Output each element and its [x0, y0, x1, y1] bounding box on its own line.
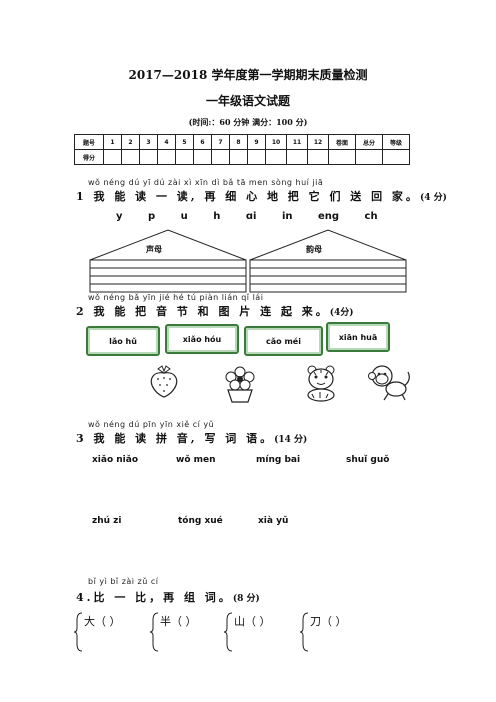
table-cell: 4 — [157, 134, 176, 150]
house-right-label: 韵母 — [306, 244, 322, 254]
q2-text: 2 我 能 把 音 节 和 图 片 连 起 来。 — [76, 305, 330, 318]
monkey-icon[interactable] — [368, 362, 412, 402]
score-input-cell[interactable] — [382, 149, 410, 165]
q2-pinyin: wǒ néng bǎ yīn jié hé tú piàn lián qǐ lá… — [88, 293, 264, 302]
brace-icon — [150, 612, 159, 652]
q3-word: tóng xué — [178, 516, 223, 526]
q3-word: xià yǔ — [258, 516, 289, 526]
strawberry-icon[interactable] — [146, 363, 182, 399]
score-input-cell[interactable] — [265, 149, 287, 165]
q3-word: míng bai — [256, 455, 301, 465]
q3-word: xiǎo niǎo — [92, 455, 139, 465]
q1-letters: y p u h ɑi in eng ch — [116, 211, 400, 222]
table-cell: 等级 — [382, 134, 410, 150]
letter-item: u — [180, 211, 188, 222]
q1-text: 1 我 能 读 一 读, 再 细 心 地 把 它 们 送 回 家。 — [76, 190, 420, 203]
brace-icon — [224, 612, 233, 652]
q3-heading: 3 我 能 读 拼 音, 写 词 语。(14 分) — [76, 430, 307, 446]
q3-word: shuǐ guǒ — [346, 455, 390, 465]
table-cell: 8 — [229, 134, 248, 150]
table-cell: 7 — [211, 134, 230, 150]
table-cell: 总分 — [355, 134, 383, 150]
score-input-cell[interactable] — [286, 149, 308, 165]
table-cell: 11 — [286, 134, 308, 150]
q1-score: (4 分) — [419, 193, 447, 203]
pinyin-card[interactable]: lǎo hǔ — [86, 326, 160, 356]
house-left-label: 声母 — [146, 244, 162, 254]
q3-word: wǒ men — [176, 455, 216, 465]
q4-char: 半（ ） — [160, 615, 197, 628]
table-cell: 12 — [307, 134, 329, 150]
table-cell: 3 — [139, 134, 158, 150]
letter-item: y — [116, 211, 123, 222]
score-input-cell[interactable] — [193, 149, 212, 165]
q3-word: zhú zi — [92, 516, 122, 526]
q4-text: 4.比 一 比，再 组 词。 — [76, 591, 233, 604]
q4-char: 山（ ） — [234, 615, 271, 628]
q2-score: (4分) — [329, 308, 354, 318]
q2-heading: 2 我 能 把 音 节 和 图 片 连 起 来。(4分) — [76, 303, 354, 319]
table-cell: 2 — [121, 134, 140, 150]
score-table-header-row: 题号 1 2 3 4 5 6 7 8 9 10 11 12 卷面 总分 等级 — [74, 134, 410, 150]
score-input-cell[interactable] — [139, 149, 158, 165]
table-cell: 题号 — [74, 134, 104, 150]
letter-item: in — [281, 211, 293, 222]
q4-score: (8 分) — [232, 594, 260, 604]
letter-item: eng — [318, 211, 340, 222]
score-input-cell[interactable] — [229, 149, 248, 165]
q4-heading: 4.比 一 比，再 组 词。(8 分) — [76, 589, 260, 605]
q4-pinyin: bǐ yì bǐ zài zǔ cí — [88, 577, 159, 586]
score-input-cell[interactable] — [355, 149, 383, 165]
table-cell: 10 — [265, 134, 287, 150]
exam-title: 2017—2018 学年度第一学期期末质量检测 — [128, 68, 368, 82]
score-input-cell[interactable] — [328, 149, 356, 165]
pinyin-card[interactable]: xiǎo hóu — [165, 324, 239, 354]
q3-pinyin: wǒ néng dú pīn yīn xiě cí yǔ — [88, 420, 215, 429]
table-cell: 9 — [247, 134, 266, 150]
score-input-cell[interactable] — [121, 149, 140, 165]
score-input-cell[interactable] — [247, 149, 266, 165]
letter-item: ch — [364, 211, 378, 222]
pinyin-card[interactable]: cǎo méi — [244, 326, 323, 356]
tiger-icon[interactable] — [300, 362, 342, 402]
flower-pot-icon[interactable] — [218, 360, 262, 404]
table-cell: 得分 — [74, 149, 104, 165]
q3-text: 3 我 能 读 拼 音, 写 词 语。 — [76, 432, 275, 445]
table-cell: 卷面 — [328, 134, 356, 150]
score-table-score-row: 得分 — [74, 149, 410, 165]
letter-item: p — [148, 211, 156, 222]
score-input-cell[interactable] — [157, 149, 176, 165]
table-cell: 5 — [175, 134, 194, 150]
q1-heading: 1 我 能 读 一 读, 再 细 心 地 把 它 们 送 回 家。(4 分) — [76, 188, 447, 204]
q3-score: (14 分) — [274, 435, 308, 445]
table-cell: 6 — [193, 134, 212, 150]
house-yunmu-icon — [249, 229, 407, 293]
score-input-cell[interactable] — [175, 149, 194, 165]
letter-item: h — [213, 211, 221, 222]
q1-pinyin: wǒ néng dú yī dú zài xì xīn dì bǎ tā men… — [88, 178, 324, 187]
score-input-cell[interactable] — [211, 149, 230, 165]
pinyin-card[interactable]: xiān huā — [326, 322, 390, 352]
q4-char: 大（ ） — [84, 615, 121, 628]
score-table: 题号 1 2 3 4 5 6 7 8 9 10 11 12 卷面 总分 等级 得… — [74, 134, 410, 165]
q4-char: 刀（ ） — [310, 615, 347, 628]
house-shengmu-icon — [89, 229, 247, 293]
brace-icon — [74, 612, 83, 652]
table-cell: 1 — [103, 134, 122, 150]
score-input-cell[interactable] — [103, 149, 122, 165]
exam-meta: (时间:：60 分钟 满分：100 分) — [188, 117, 308, 127]
brace-icon — [300, 612, 309, 652]
score-input-cell[interactable] — [307, 149, 329, 165]
letter-item: ɑi — [245, 211, 257, 222]
exam-subtitle: 一年级语文试题 — [205, 94, 290, 108]
